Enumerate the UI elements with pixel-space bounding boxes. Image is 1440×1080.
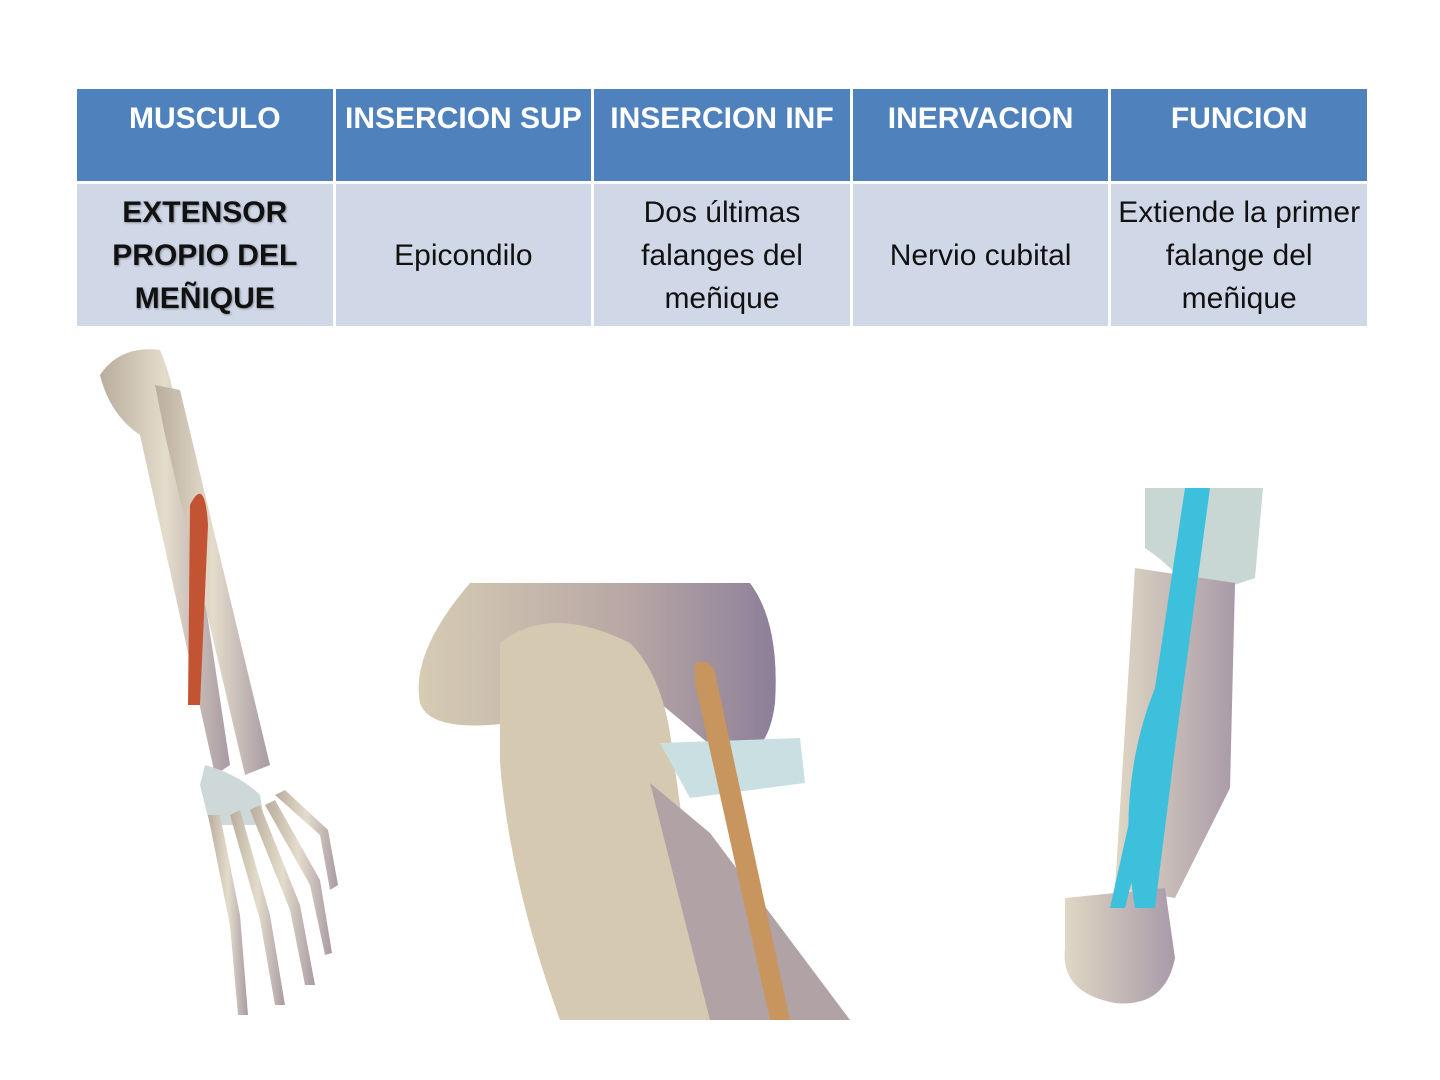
cell-funcion: Extiende la primer falange del meñique — [1108, 181, 1370, 329]
header-insercion-inf: INSERCION INF — [591, 86, 853, 184]
header-inervacion: INERVACION — [849, 86, 1112, 184]
table-header-row: MUSCULO INSERCION SUP INSERCION INF INER… — [74, 86, 1370, 184]
finger-tendon-illustration — [1064, 488, 1263, 1004]
header-insercion-sup: INSERCION SUP — [332, 86, 595, 184]
elbow-closeup-illustration — [418, 583, 850, 1020]
header-musculo: MUSCULO — [74, 86, 336, 184]
forearm-skeleton-illustration — [100, 349, 338, 1015]
cell-insercion-sup: Epicondilo — [332, 181, 595, 329]
cell-insercion-inf: Dos últimas falanges del meñique — [591, 181, 853, 329]
header-funcion: FUNCION — [1108, 86, 1370, 184]
cell-musculo: EXTENSOR PROPIO DEL MEÑIQUE — [74, 181, 336, 329]
cell-inervacion: Nervio cubital — [849, 181, 1112, 329]
table-row: EXTENSOR PROPIO DEL MEÑIQUE Epicondilo D… — [74, 181, 1370, 329]
muscle-table: MUSCULO INSERCION SUP INSERCION INF INER… — [74, 86, 1370, 329]
